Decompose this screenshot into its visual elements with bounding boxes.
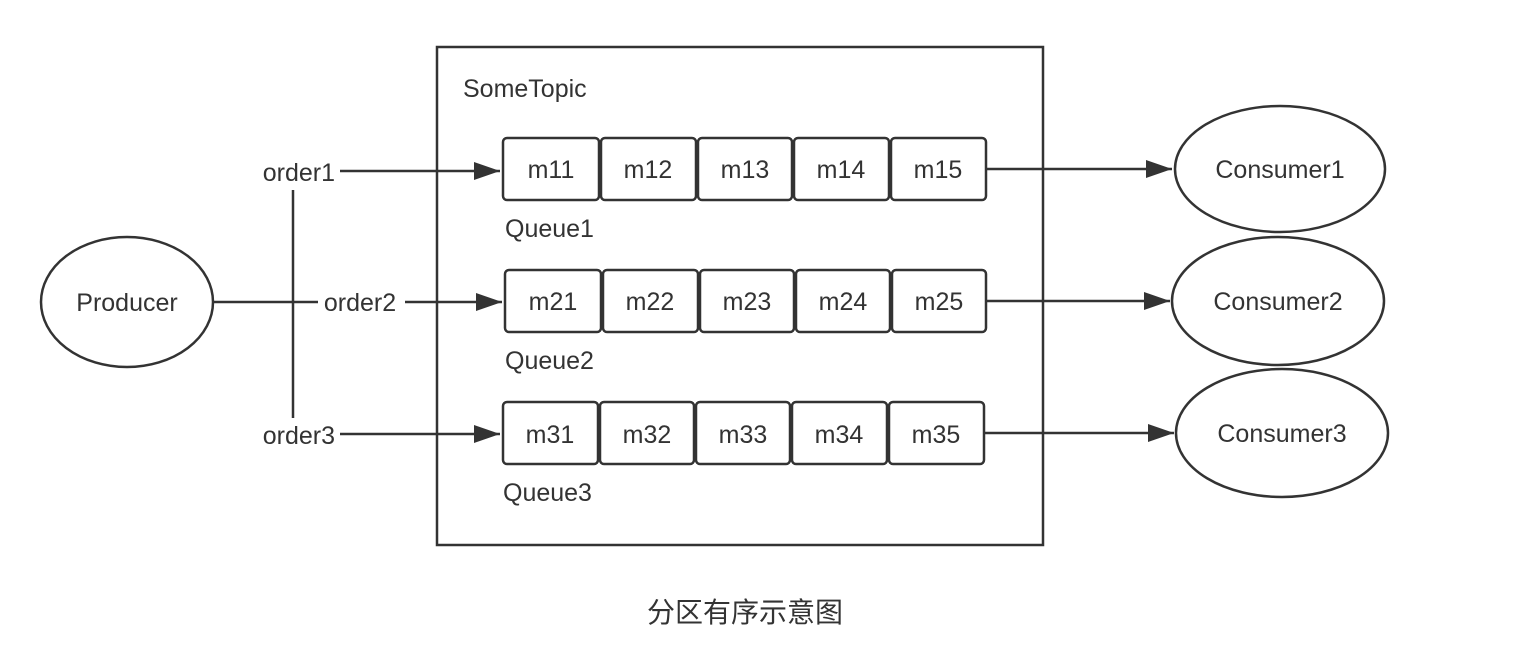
message-cell <box>601 268 700 334</box>
consumer-node-3 <box>1174 367 1390 499</box>
order-label-1: order1 <box>263 159 335 187</box>
consumer-node-1 <box>1173 104 1387 234</box>
message-cell <box>694 400 792 466</box>
message-label: m11 <box>528 156 575 184</box>
order-label-3: order3 <box>263 422 335 450</box>
consumer-node-2 <box>1170 235 1386 367</box>
queue-label-2: Queue2 <box>505 347 594 375</box>
queue-1: m11 m12 m13 m14 m15 Queue1 <box>501 136 988 243</box>
message-cell <box>794 268 892 334</box>
message-label: m35 <box>912 421 961 449</box>
diagram-caption: 分区有序示意图 <box>647 597 843 628</box>
queue-3: m31 m32 m33 m34 m35 Queue3 <box>501 400 986 507</box>
message-cell <box>698 268 796 334</box>
message-cell <box>792 136 891 202</box>
topic-box <box>435 45 1045 547</box>
topic-title: SomeTopic <box>463 75 587 103</box>
message-label: m25 <box>915 288 964 316</box>
consumer-label-1: Consumer1 <box>1215 156 1344 184</box>
message-cell <box>501 400 600 466</box>
queue-label-3: Queue3 <box>503 479 592 507</box>
order-label-2: order2 <box>324 289 396 317</box>
message-label: m32 <box>623 421 672 449</box>
message-cell <box>790 400 889 466</box>
message-label: m15 <box>914 156 963 184</box>
consumer-label-2: Consumer2 <box>1213 288 1342 316</box>
message-label: m12 <box>624 156 673 184</box>
queue-2: m21 m22 m23 m24 m25 Queue2 <box>503 268 988 375</box>
message-label: m13 <box>721 156 770 184</box>
message-label: m24 <box>819 288 868 316</box>
message-cell <box>696 136 794 202</box>
message-label: m31 <box>526 421 575 449</box>
message-label: m21 <box>529 288 578 316</box>
queue-label-1: Queue1 <box>505 215 594 243</box>
message-cell <box>503 268 603 334</box>
message-label: m23 <box>723 288 772 316</box>
message-cell <box>501 136 601 202</box>
message-label: m14 <box>817 156 866 184</box>
message-cell <box>598 400 696 466</box>
message-label: m22 <box>626 288 675 316</box>
message-cell <box>599 136 698 202</box>
message-label: m33 <box>719 421 768 449</box>
consumer-label-3: Consumer3 <box>1217 420 1346 448</box>
producer-label: Producer <box>76 289 177 317</box>
message-label: m34 <box>815 421 864 449</box>
